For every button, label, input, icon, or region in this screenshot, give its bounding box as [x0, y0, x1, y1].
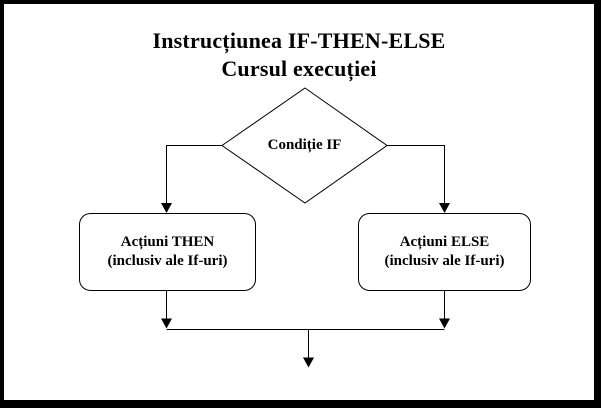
else-label-line-2: (inclusiv ale If-uri) — [384, 253, 505, 269]
then-node-label: Acțiuni THEN (inclusiv ale If-uri) — [79, 213, 256, 291]
then-label-line-2: (inclusiv ale If-uri) — [107, 253, 228, 269]
flowchart-stage: Instrucțiunea IF-THEN-ELSE Cursul execuț… — [4, 4, 594, 400]
else-node-label: Acțiuni ELSE (inclusiv ale If-uri) — [358, 213, 531, 291]
flowchart-graphics — [79, 87, 531, 368]
arrowhead-else-out-icon — [439, 318, 450, 329]
connector-condition-to-then — [166, 145, 222, 204]
arrowhead-else-in-icon — [439, 203, 450, 213]
then-label-line-1: Acțiuni THEN — [120, 234, 215, 250]
arrowhead-exit-icon — [303, 357, 314, 368]
diagram-title: Instrucțiunea IF-THEN-ELSE Cursul execuț… — [4, 27, 594, 83]
condition-label-text: Condiție IF — [267, 137, 342, 153]
title-line-2: Cursul execuției — [221, 56, 377, 81]
else-label-line-1: Acțiuni ELSE — [399, 234, 490, 250]
then-box-shape — [79, 213, 256, 291]
connector-condition-to-else — [387, 145, 445, 204]
condition-diamond-shape — [221, 87, 388, 204]
arrowhead-then-in-icon — [161, 203, 172, 213]
arrowhead-then-out-icon — [161, 318, 172, 329]
condition-node-label: Condiție IF — [222, 88, 387, 203]
title-line-1: Instrucțiunea IF-THEN-ELSE — [152, 28, 446, 53]
else-box-shape — [358, 213, 531, 291]
